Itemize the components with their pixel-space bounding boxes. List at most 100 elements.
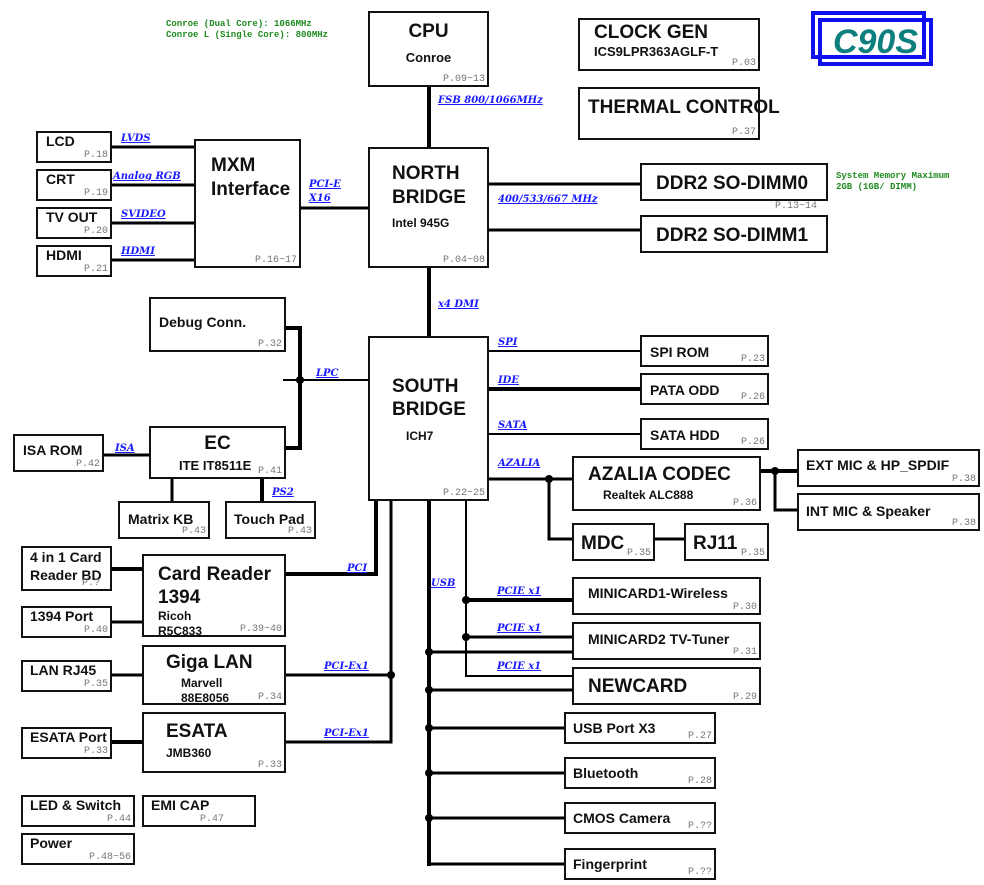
bus-label-pcie-x16-2: X16 (309, 193, 331, 204)
sata-hdd-title: SATA HDD (650, 427, 720, 443)
logo-frame-front (818, 18, 933, 66)
bus-label-pcie-x16-1: PCI-E (309, 179, 341, 190)
bus-label-lpc: LPC (316, 368, 339, 379)
nb-title-1: NORTH (392, 163, 460, 184)
page-ref: P.37 (731, 127, 756, 138)
esata-port-block: ESATA Port P.33 (21, 727, 112, 759)
cmos-camera-block: CMOS Camera P.?? (564, 802, 716, 834)
page-ref: P.38 (951, 518, 976, 529)
wire-pciex1 (284, 499, 393, 744)
card-reader-title-1: Card Reader (158, 564, 271, 585)
page-ref: P.19 (83, 188, 108, 199)
page-ref: P.48~56 (88, 852, 131, 863)
junction-usb-bt (425, 769, 433, 777)
esata-port-title: ESATA Port (30, 729, 107, 745)
card-bd-title-2: Reader BD (30, 567, 102, 583)
page-ref: P.18 (83, 150, 108, 161)
page-ref: P.36 (732, 498, 757, 509)
page-ref: P.23 (740, 354, 765, 365)
bus-label-spi: SPI (498, 337, 518, 348)
page-ref: P.47 (199, 814, 224, 825)
logo-frame-back (811, 11, 926, 59)
junction-pcie-mc1 (462, 596, 470, 604)
page-ref: P.39~40 (239, 624, 282, 635)
crt-block: CRT P.19 (36, 169, 112, 201)
bus-label-ide: IDE (498, 375, 519, 386)
mxm-title-2: Interface (211, 179, 291, 200)
cpu-title: CPU (408, 21, 449, 42)
card-reader-sub-1: Ricoh (158, 609, 192, 623)
led-switch-block: LED & Switch P.44 (21, 795, 135, 827)
page-ref: P.22~25 (442, 488, 485, 499)
clock-gen-block: CLOCK GEN ICS9LPR363AGLF-T P.03 (578, 18, 760, 71)
minicard1-title: MINICARD1-Wireless (588, 585, 728, 601)
cpu-sub: Conroe (405, 50, 452, 65)
bus-label-ps2: PS2 (272, 487, 294, 498)
page-ref: P.41 (257, 466, 282, 477)
south-bridge-block: SOUTH BRIDGE ICH7 P.22~25 (368, 336, 489, 501)
rj11-title: RJ11 (693, 533, 738, 554)
bus-label-fsb: FSB 800/1066MHz (438, 95, 543, 106)
sb-title-2: BRIDGE (392, 399, 466, 420)
wire-pci (284, 499, 378, 576)
crt-title: CRT (46, 171, 75, 187)
bus-label-sata: SATA (498, 420, 528, 431)
usb-port-block: USB Port X3 P.27 (564, 712, 716, 744)
page-ref: P.03 (731, 58, 756, 69)
debug-title: Debug Conn. (159, 314, 247, 330)
giga-lan-title: Giga LAN (166, 652, 253, 673)
nb-title-2: BRIDGE (392, 187, 466, 208)
dimm1-block: DDR2 SO-DIMM1 (640, 215, 828, 253)
junction-azalia (545, 475, 553, 483)
emi-cap-title: EMI CAP (151, 797, 210, 813)
page-ref: P.29 (732, 692, 757, 703)
page-ref: P.34 (257, 692, 282, 703)
bus-label-hdmi: HDMI (121, 246, 155, 257)
page-ref: P.21 (83, 264, 108, 275)
mxm-title-1: MXM (211, 155, 256, 176)
ext-mic-title: EXT MIC & HP_SPDIF (806, 457, 950, 473)
clock-gen-title: CLOCK GEN (594, 22, 708, 43)
usb-port-title: USB Port X3 (573, 720, 656, 736)
azalia-title: AZALIA CODEC (588, 464, 731, 485)
thermal-title: THERMAL CONTROL (588, 97, 780, 118)
cpu-speed-note: Conroe (Dual Core): 1066MHz Conroe L (Si… (166, 19, 329, 40)
page-ref: P.33 (257, 760, 282, 771)
junction-usb-newcard (425, 686, 433, 694)
hdmi-block: HDMI P.21 (36, 245, 112, 277)
page-ref: P.38 (951, 474, 976, 485)
int-mic-title: INT MIC & Speaker (806, 503, 931, 519)
page-ref: P.?? (687, 821, 712, 832)
page-ref: P.42 (75, 459, 100, 470)
junction-usb-mc2 (425, 648, 433, 656)
page-ref: P.43 (287, 526, 312, 537)
newcard-block: NEWCARD P.29 (572, 667, 761, 705)
debug-conn-block: Debug Conn. P.32 (149, 297, 286, 352)
mdc-title: MDC (581, 533, 625, 554)
power-block: Power P.48~56 (21, 833, 135, 865)
power-title: Power (30, 835, 73, 851)
card-bd-title-1: 4 in 1 Card (30, 549, 102, 565)
bus-label-pciex1-esata: PCI-Ex1 (324, 728, 369, 739)
int-mic-block: INT MIC & Speaker P.38 (797, 493, 980, 531)
ec-block: EC ITE IT8511E P.41 (149, 426, 286, 479)
azalia-codec-block: AZALIA CODEC Realtek ALC888 P.36 (572, 456, 761, 511)
page-ref: P.35 (740, 548, 765, 559)
dimm1-title: DDR2 SO-DIMM1 (656, 225, 809, 246)
matrix-kb-title: Matrix KB (128, 511, 194, 527)
dimm0-block: DDR2 SO-DIMM0 (640, 163, 828, 201)
esata-sub: JMB360 (166, 746, 212, 760)
esata-block: ESATA JMB360 P.33 (142, 712, 286, 773)
bluetooth-title: Bluetooth (573, 765, 639, 781)
nb-sub: Intel 945G (392, 216, 450, 230)
junction-lpc (296, 376, 304, 384)
north-bridge-block: NORTH BRIDGE Intel 945G P.04~08 (368, 147, 489, 268)
dimm0-page-ref: P.13~14 (775, 201, 818, 212)
spi-rom-title: SPI ROM (650, 344, 710, 360)
port-1394-block: 1394 Port P.40 (21, 606, 112, 638)
page-ref: P.31 (732, 647, 757, 658)
pata-odd-title: PATA ODD (650, 382, 720, 398)
memory-note: System Memory Maximum 2GB (1GB/ DIMM) (836, 171, 950, 192)
junction-usb-cmos (425, 814, 433, 822)
